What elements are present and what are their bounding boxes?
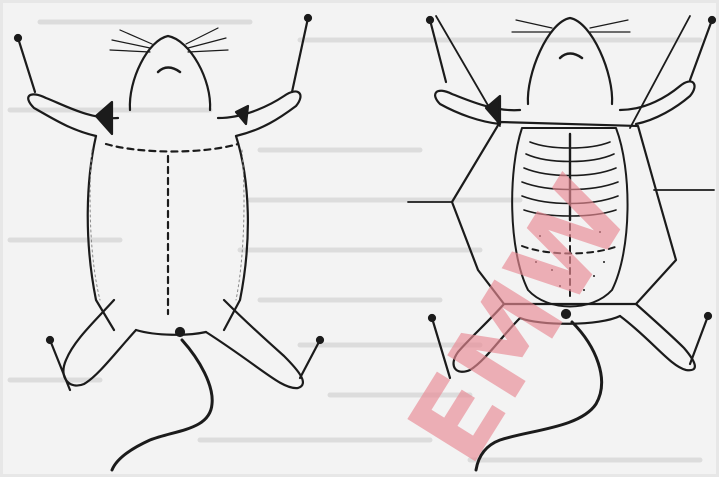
anus-left	[176, 328, 184, 336]
